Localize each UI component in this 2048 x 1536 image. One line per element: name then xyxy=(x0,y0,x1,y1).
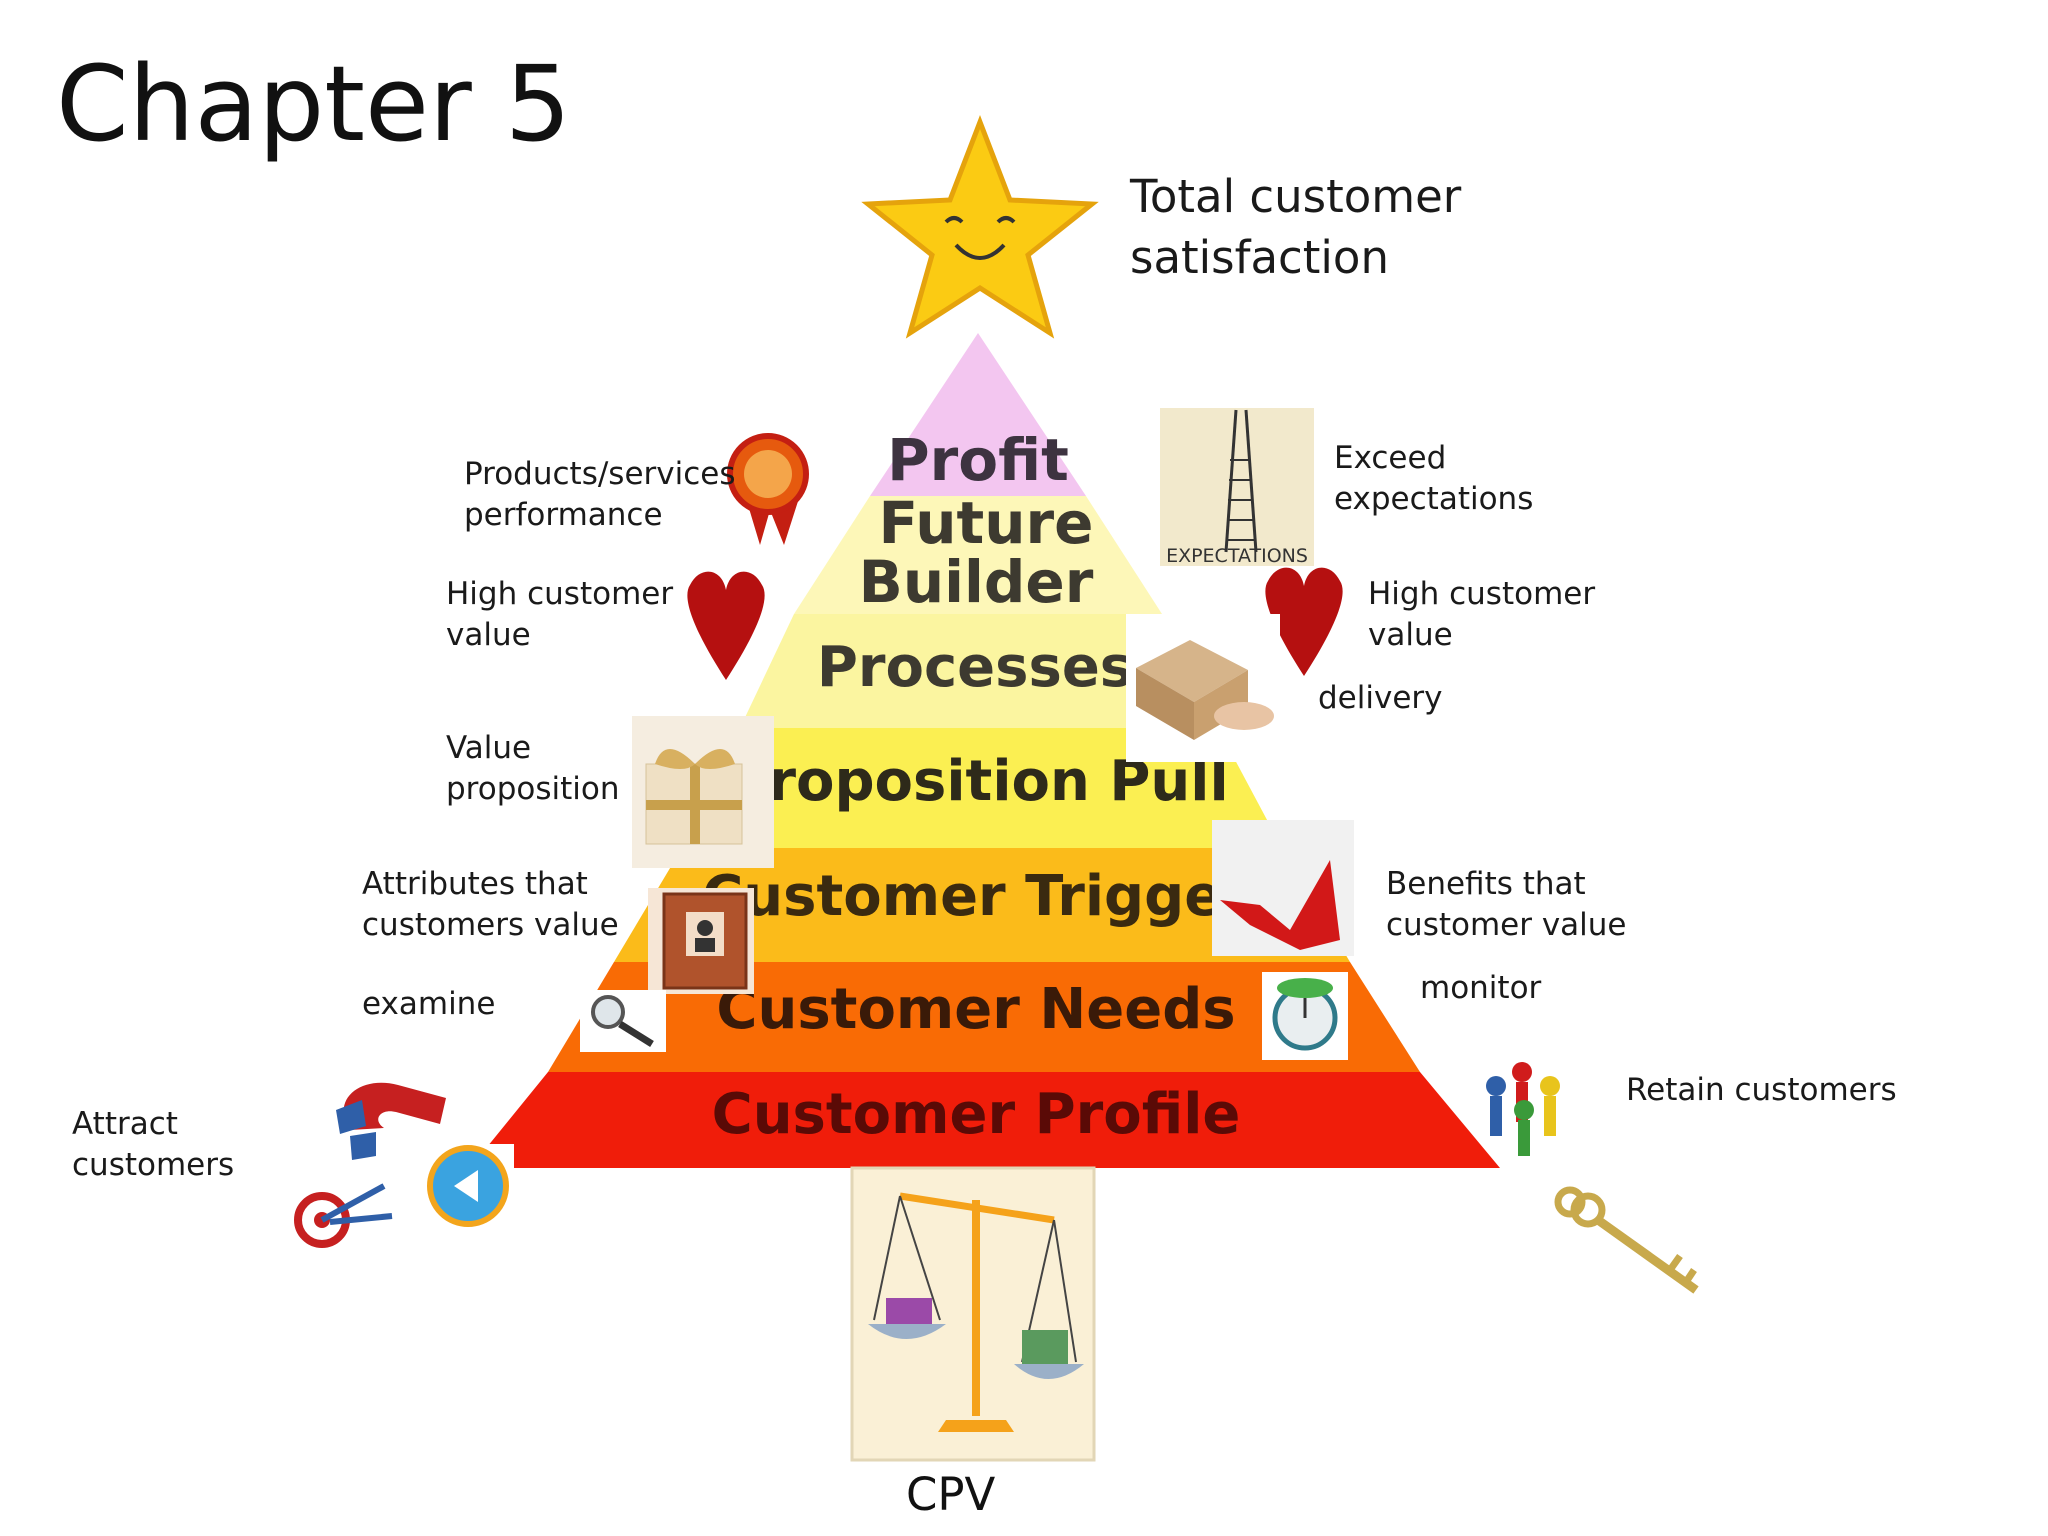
annotation-high-value-right: High customer value xyxy=(1368,576,1596,653)
heart-icon xyxy=(1265,567,1343,676)
key-icon xyxy=(1554,1186,1699,1294)
layer-label-builder: Builder xyxy=(859,548,1094,616)
layer-label-needs: Customer Needs xyxy=(716,977,1235,1042)
annotation-examine: examine xyxy=(362,986,496,1022)
annotation-exceed-expectations: Exceed expectations xyxy=(1334,440,1534,517)
annotation-delivery: delivery xyxy=(1318,680,1443,716)
profile-book-icon xyxy=(648,888,754,994)
rosette-icon xyxy=(727,433,809,545)
layer-label-processes: Processes xyxy=(817,635,1133,700)
target-icon xyxy=(294,1183,393,1248)
ladder-icon: EXPECTATIONS xyxy=(1160,408,1314,567)
layer-profit-band xyxy=(870,333,1086,496)
slide-title: Chapter 5 xyxy=(56,43,572,165)
stopwatch-icon xyxy=(1262,972,1348,1060)
annotation-benefits: Benefits that customer value xyxy=(1386,866,1627,943)
layer-needs-band xyxy=(548,962,1420,1072)
layer-trigger-band xyxy=(614,848,1350,962)
annotation-attract: Attract customers xyxy=(72,1106,235,1183)
annotation-value-proposition: Value proposition xyxy=(446,730,620,807)
layer-future-band xyxy=(794,496,1162,614)
people-circle-icon xyxy=(1486,1062,1560,1156)
layer-processes-band xyxy=(740,614,1218,728)
layer-profile-band xyxy=(470,1072,1500,1168)
annotation-high-value-left: High customer value xyxy=(446,576,674,653)
layer-label-profile: Customer Profile xyxy=(712,1082,1241,1147)
expectations-caption: EXPECTATIONS xyxy=(1166,545,1308,567)
layer-label-future: Future xyxy=(879,489,1094,557)
cpv-label: CPV xyxy=(906,1468,996,1521)
gift-icon xyxy=(632,716,774,868)
annotation-total-satisfaction: Total customer satisfaction xyxy=(1130,170,1462,284)
scales-icon xyxy=(850,1166,1096,1462)
layer-label-trigger: Customer Trigger xyxy=(702,864,1250,929)
checkmark-icon xyxy=(1212,820,1354,956)
star-icon xyxy=(861,115,1099,339)
magnifier-icon xyxy=(580,990,666,1052)
annotation-retain: Retain customers xyxy=(1626,1072,1897,1108)
annotation-monitor: monitor xyxy=(1420,970,1542,1006)
package-icon xyxy=(1126,614,1280,762)
magnet-icon xyxy=(336,1082,446,1160)
annotation-attributes: Attributes that customers value xyxy=(362,866,619,943)
layer-label-profit: Profit xyxy=(887,426,1069,494)
annotation-products-services: Products/services performance xyxy=(464,456,736,533)
circle-arrow-icon xyxy=(426,1144,514,1232)
heart-icon xyxy=(687,571,765,680)
